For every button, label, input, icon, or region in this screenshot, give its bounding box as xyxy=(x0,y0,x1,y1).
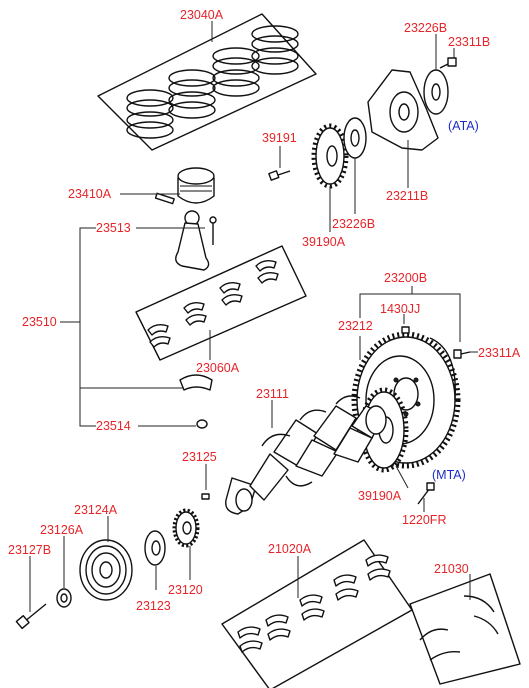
label-drive-plate-spacer: 23226B xyxy=(332,217,375,231)
label-sensor-plate-mta: 39190A xyxy=(358,489,402,503)
conrod-cap xyxy=(179,374,213,391)
drive-plate-adapter xyxy=(423,34,449,115)
thrust-bearing-set xyxy=(409,573,521,685)
label-piston: 23410A xyxy=(68,187,112,201)
main-bearing-set xyxy=(221,539,413,688)
label-main-bearing-set: 21020A xyxy=(268,542,312,556)
crank-pulley xyxy=(79,516,133,601)
label-crankshaft: 23111 xyxy=(256,387,289,401)
crank-flange xyxy=(144,530,166,590)
label-conrod-bearing: 23060A xyxy=(196,361,240,375)
label-crank-flange: 23123 xyxy=(136,599,171,613)
crank-sprocket xyxy=(172,508,200,580)
label-drive-plate-bolt: 23311B xyxy=(448,35,490,49)
label-key: 23125 xyxy=(182,450,217,464)
note-automatic: (ATA) xyxy=(448,119,479,133)
sensor-bolt-mta xyxy=(417,482,435,512)
label-flywheel-assy: 23200B xyxy=(384,271,427,285)
label-flywheel-bolt: 23311A xyxy=(478,346,521,360)
label-pulley-bolt: 23127B xyxy=(8,543,51,557)
conrod-bearing-set xyxy=(135,245,307,361)
label-sensor-bolt-mta: 1220FR xyxy=(402,513,446,527)
conrod-bracket xyxy=(60,227,184,427)
conrod-nut xyxy=(138,419,208,429)
crankshaft xyxy=(225,395,387,515)
drive-plate-ata xyxy=(367,69,439,188)
label-dowel-pin: 1430JJ xyxy=(380,302,420,316)
label-piston-ring-set: 23040A xyxy=(180,8,224,22)
pulley-bolt xyxy=(15,556,47,630)
sensor-bolt xyxy=(268,146,291,181)
piston xyxy=(120,167,215,205)
label-crank-sprocket: 23120 xyxy=(168,583,203,597)
note-manual: (MTA) xyxy=(432,468,466,482)
flywheel-bracket xyxy=(359,286,461,360)
drive-plate-spacer xyxy=(343,117,367,214)
drive-plate-bolt xyxy=(439,48,457,69)
label-drive-plate-ata: 23211B xyxy=(386,189,428,203)
label-conrod-nut: 23514 xyxy=(96,419,131,433)
label-ring-gear: 23212 xyxy=(338,319,373,333)
label-pulley-washer: 23126A xyxy=(40,523,84,537)
crank-key xyxy=(201,464,210,500)
label-thrust-bearing: 21030 xyxy=(434,562,469,576)
connecting-rod xyxy=(136,210,217,271)
sensor-plate-ata xyxy=(311,123,349,232)
pulley-washer xyxy=(56,536,72,608)
label-sensor-bolt: 39191 xyxy=(262,131,297,145)
label-conrod-bolt: 23513 xyxy=(96,221,131,235)
piston-ring-set xyxy=(97,13,317,151)
label-drive-plate-adapter: 23226B xyxy=(404,21,447,35)
flywheel-bolt xyxy=(453,349,478,359)
label-sensor-plate-ata: 39190A xyxy=(302,235,346,249)
label-pulley: 23124A xyxy=(74,503,118,517)
label-conrod-assy: 23510 xyxy=(22,315,57,329)
